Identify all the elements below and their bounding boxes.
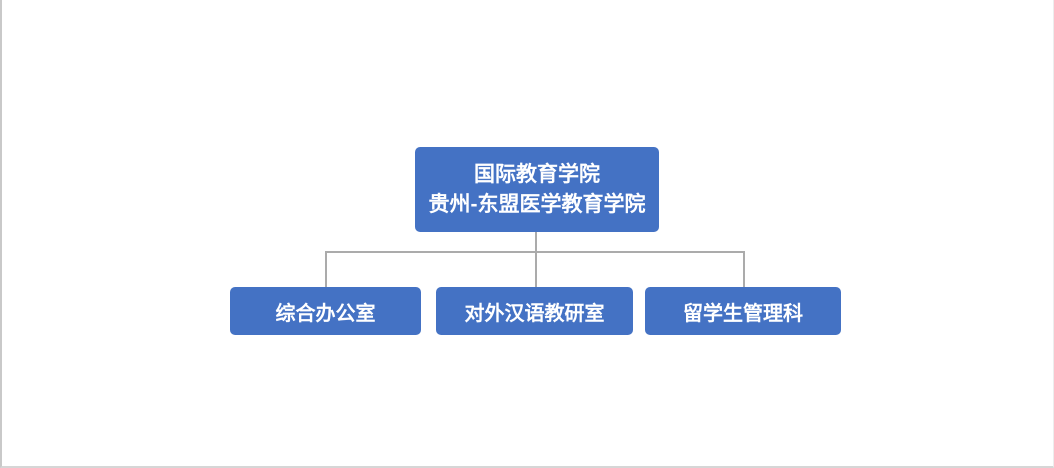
org-node-chinese-teaching-office[interactable]: 对外汉语教研室 (436, 287, 633, 335)
org-node-root[interactable]: 国际教育学院 贵州-东盟医学教育学院 (415, 147, 659, 232)
org-node-label: 对外汉语教研室 (464, 302, 605, 325)
connector-drop-left (325, 251, 327, 287)
org-node-general-office[interactable]: 综合办公室 (230, 287, 421, 335)
org-node-root-line2: 贵州-东盟医学教育学院 (428, 192, 646, 216)
connector-horizontal-bar (325, 251, 745, 253)
org-node-root-line1: 国际教育学院 (474, 162, 600, 186)
connector-root-stem (535, 232, 537, 287)
connector-drop-right (743, 251, 745, 287)
org-node-label: 留学生管理科 (683, 302, 803, 325)
org-node-international-student-office[interactable]: 留学生管理科 (645, 287, 841, 335)
org-node-label: 综合办公室 (275, 302, 376, 325)
